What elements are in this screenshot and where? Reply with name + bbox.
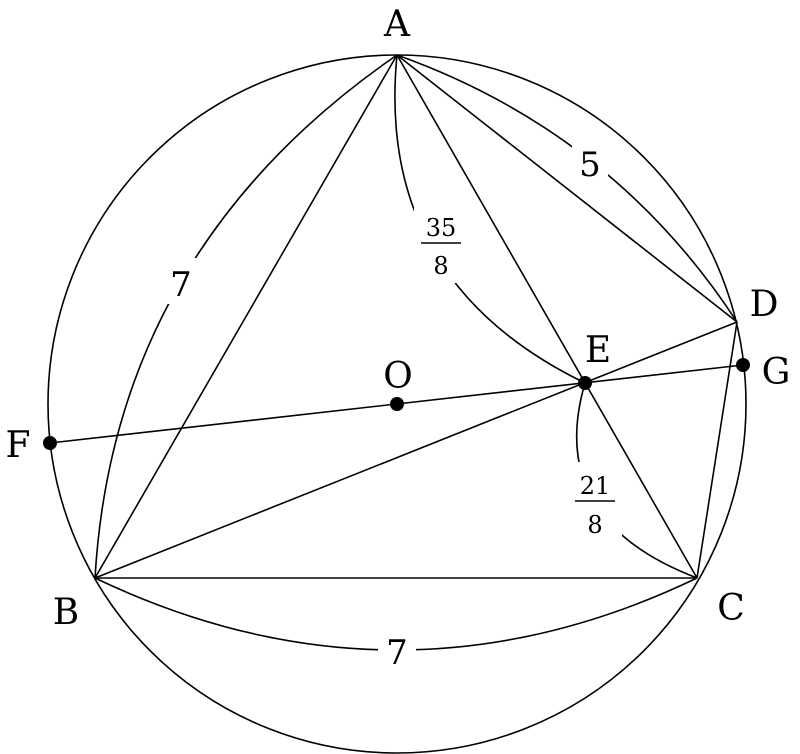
- length-EC-denominator: 8: [587, 511, 602, 539]
- label-D: D: [750, 284, 779, 325]
- segment-BD: [94, 321, 738, 579]
- point-F: [43, 436, 57, 450]
- segment-AB: [94, 54, 398, 579]
- label-F: F: [6, 425, 31, 466]
- label-B: B: [53, 592, 79, 633]
- length-BC: 7: [386, 633, 408, 673]
- point-O: [390, 397, 404, 411]
- label-E: E: [585, 330, 611, 371]
- label-A: A: [383, 4, 411, 45]
- label-O: O: [383, 356, 413, 397]
- label-C: C: [717, 588, 745, 629]
- segment-CD: [696, 321, 738, 579]
- point-G: [736, 358, 750, 372]
- segment-AD: [396, 54, 738, 323]
- length-AE-numerator: 35: [426, 214, 457, 242]
- segment-AC: [396, 54, 698, 579]
- length-AE-denominator: 8: [433, 252, 448, 280]
- length-EC-numerator: 21: [580, 472, 611, 500]
- point-E: [578, 376, 592, 390]
- length-AB: 7: [170, 265, 192, 305]
- length-AD: 5: [579, 145, 601, 185]
- label-G: G: [762, 352, 791, 393]
